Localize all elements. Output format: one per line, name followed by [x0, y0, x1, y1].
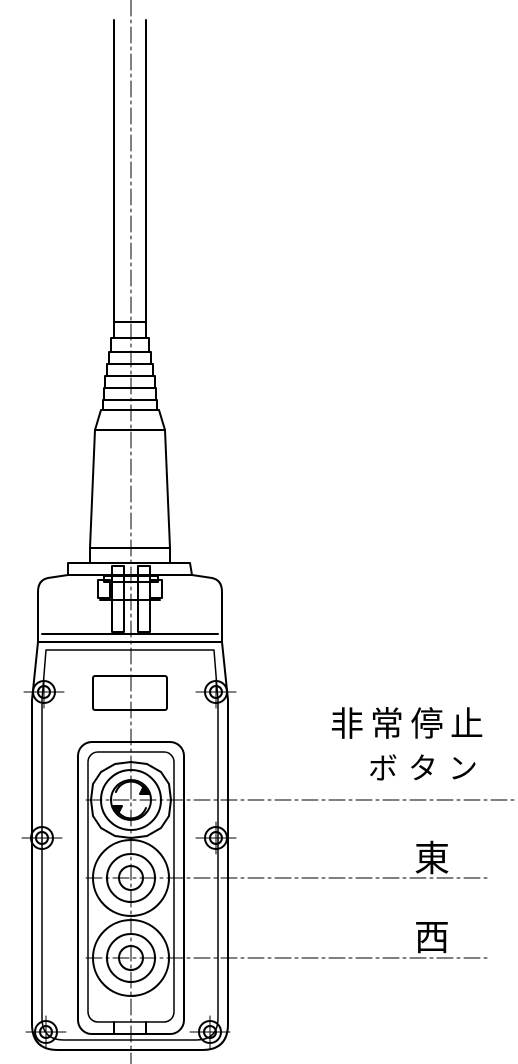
screw-bottom-right — [190, 1016, 230, 1048]
screw-middle-right — [196, 822, 236, 854]
screw-top-right — [196, 676, 236, 708]
cable — [114, 20, 146, 322]
centerlines — [86, 0, 516, 1064]
strain-relief-rings — [103, 322, 157, 410]
hanger-bracket — [98, 566, 162, 632]
cable-boot — [90, 410, 170, 563]
emergency-stop-label-line2: ボタン — [368, 752, 488, 787]
screw-top-left — [24, 676, 64, 708]
screw-bottom-left — [26, 1016, 66, 1048]
name-plate — [93, 676, 167, 710]
west-label: 西 — [414, 918, 451, 959]
east-label: 東 — [414, 839, 451, 880]
main-body — [32, 642, 228, 1050]
emergency-stop-button — [91, 762, 171, 838]
screw-middle-left — [22, 822, 62, 854]
emergency-stop-label-line1: 非常停止 — [330, 705, 490, 745]
